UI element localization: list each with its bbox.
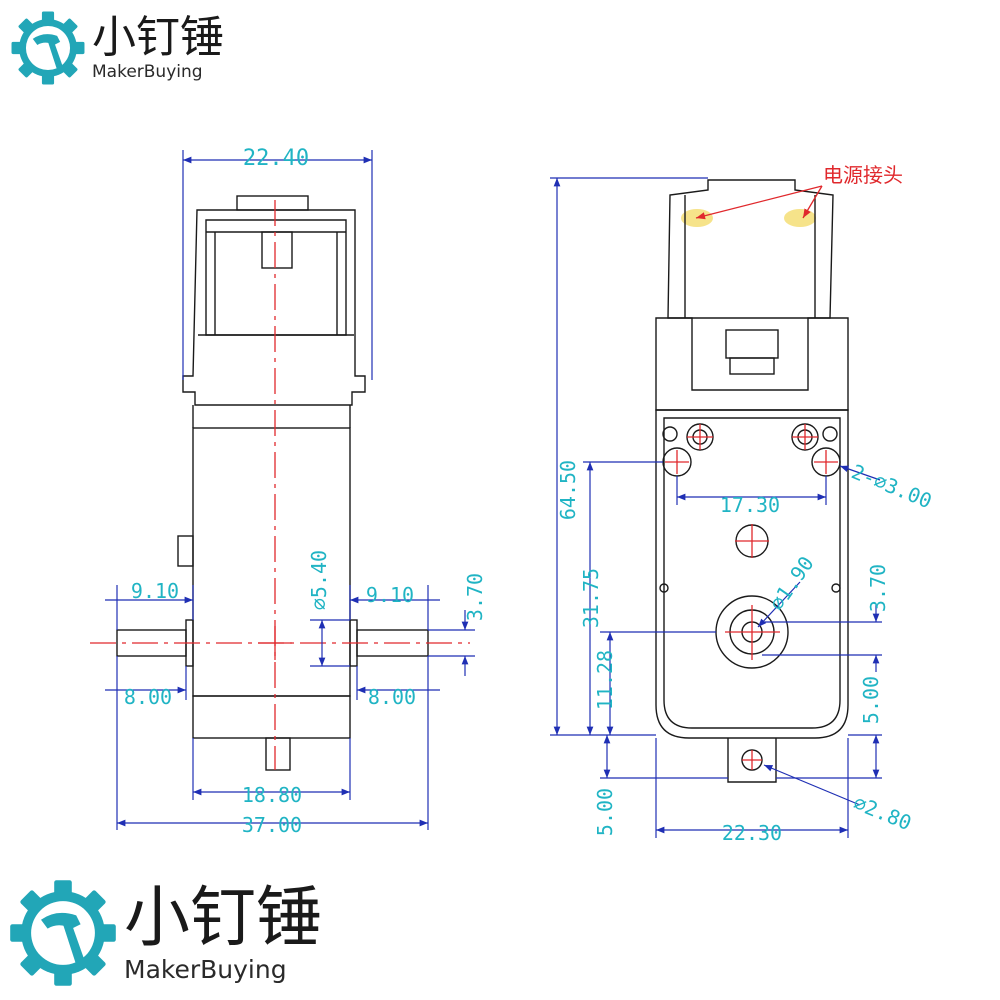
side-view-dimensions (105, 150, 475, 830)
dim-shaft-right: 9.10 (366, 583, 414, 607)
power-connector-leaders (695, 185, 823, 220)
dim-total-height: 64.50 (556, 460, 580, 520)
connector-highlight-right (784, 209, 816, 227)
dim-mount-holes: 2-⌀3.00 (848, 459, 935, 513)
dim-width-bottom: 22.30 (722, 821, 782, 845)
gear-hammer-icon (11, 11, 85, 85)
power-connector-label: 电源接头 (823, 163, 903, 187)
brand-name-cn: 小钉锤 (92, 11, 224, 63)
brand-logo-top: 小钉锤 MakerBuying (10, 10, 224, 86)
dim-shaft-len-left: 8.00 (124, 685, 172, 709)
dim-shaft-dia: ⌀5.40 (307, 550, 331, 610)
dim-bottom-gap: 5.00 (859, 676, 883, 724)
brand-text: 小钉锤 MakerBuying (92, 11, 224, 82)
brand-name-en: MakerBuying (124, 954, 287, 984)
front-view (655, 179, 849, 783)
dim-total-width: 37.00 (242, 813, 302, 837)
brand-name-cn: 小钉锤 (124, 878, 322, 956)
dim-shaft-hole: ⌀1.90 (764, 552, 818, 615)
dim-hole-spacing: 17.30 (720, 493, 780, 517)
front-view-dim-labels: 64.50 17.30 2-⌀3.00 31.75 11.28 ⌀1.90 3.… (556, 459, 935, 845)
dim-shaft-dia-right: 3.70 (463, 573, 487, 621)
dim-shaft-offset: 3.70 (866, 564, 890, 612)
side-view-dim-labels: 22.40 9.10 9.10 ⌀5.40 3.70 8.00 8.00 18.… (124, 146, 487, 837)
front-view-dimensions (550, 177, 882, 838)
dim-shaft-left: 9.10 (131, 579, 179, 603)
side-view-centerlines (90, 200, 470, 770)
dim-tab-hole: ⌀2.80 (850, 790, 915, 835)
dim-height-to-shaft: 11.28 (593, 650, 617, 710)
dim-shaft-len-right: 8.00 (368, 685, 416, 709)
brand-logo-bottom: 小钉锤 MakerBuying (8, 878, 322, 988)
brand-name-en: MakerBuying (92, 61, 203, 82)
dim-width-top: 22.40 (243, 146, 309, 171)
front-view-centerlines (665, 424, 838, 770)
gear-hammer-icon (10, 880, 116, 986)
dim-height-to-holes: 31.75 (579, 568, 603, 628)
side-view (116, 195, 429, 771)
dim-tab-height: 5.00 (593, 788, 617, 836)
brand-text: 小钉锤 MakerBuying (124, 878, 322, 984)
dim-base-width: 18.80 (242, 783, 302, 807)
